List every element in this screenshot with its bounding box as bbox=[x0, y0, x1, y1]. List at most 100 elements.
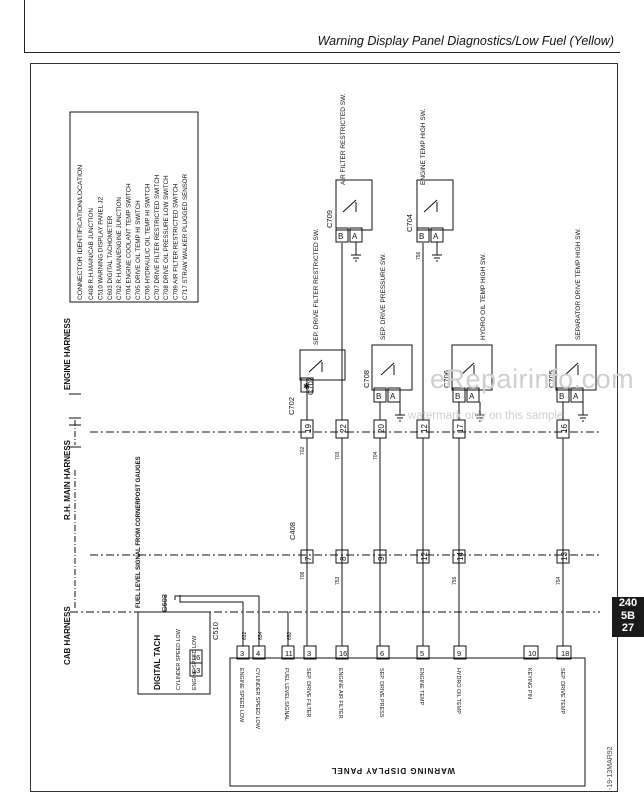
c702-pin: 19 bbox=[304, 424, 313, 433]
warning-panel-labels: ENGINE SPEED LOW CYLINDER SPEED LOW FUEL L… bbox=[238, 668, 565, 730]
panel-label: ENGINE SPEED LOW bbox=[238, 668, 244, 723]
c408-pin: 9 bbox=[377, 556, 386, 561]
engine-temp-switch-label: ENGINE TEMP HIGH SW. bbox=[420, 108, 427, 185]
digital-tach-title: DIGITAL TACH bbox=[153, 635, 162, 690]
c705-pin-a: A bbox=[573, 392, 579, 401]
panel-label: KEYING PIN bbox=[526, 668, 532, 699]
panel-pin: 5 bbox=[420, 649, 424, 658]
c408-pin: 13 bbox=[560, 552, 569, 561]
panel-label: SEP. DRIVE PRESS bbox=[378, 668, 384, 718]
air-filter-switch-label: AIR FILTER RESTRICTED SW. bbox=[340, 93, 347, 185]
connector-table-row: C705 DRIVE OIL TEMP HI SWITCH bbox=[135, 200, 142, 300]
cab-harness-label: CAB HARNESS bbox=[63, 606, 72, 665]
panel-pin: 9 bbox=[457, 649, 461, 658]
wire-708: 708 bbox=[300, 571, 306, 580]
wire-704: 704 bbox=[373, 451, 379, 460]
panel-label: ENGINE AIR FILTER bbox=[337, 668, 343, 719]
watermark-sub: watermark only on this sample bbox=[408, 410, 564, 422]
panel-pin: 3 bbox=[240, 649, 244, 658]
page-tab: 240 5B 27 bbox=[612, 597, 644, 637]
warning-panel-pins: 3 4 11 3 16 6 5 9 10 18 bbox=[240, 649, 569, 658]
page-tab-line3: 27 bbox=[621, 622, 635, 634]
panel-pin: 10 bbox=[528, 649, 536, 658]
connector-table: CONNECTOR IDENTIFICATION/LOCATION C408 R… bbox=[77, 165, 189, 300]
c702-label: C702 bbox=[287, 397, 296, 415]
panel-label: SEP. DRIVE FILTER bbox=[305, 668, 311, 717]
wire-632: 632 bbox=[242, 631, 248, 640]
wire-755: 755 bbox=[452, 576, 458, 585]
c708-pin-b: B bbox=[376, 392, 381, 401]
page-title: Warning Display Panel Diagnostics/Low Fu… bbox=[317, 34, 614, 48]
panel-pin: 11 bbox=[285, 649, 293, 658]
panel-pin: 4 bbox=[256, 649, 260, 658]
c603-label: C603 bbox=[160, 594, 169, 612]
c702-pin: 12 bbox=[420, 424, 429, 433]
c706-label: C706 bbox=[442, 370, 451, 388]
separator-switch-label: SEPARATOR DRIVE TEMP HIGH SW. bbox=[575, 228, 582, 340]
hydro-oil-switch-label: HYDRO OIL TEMP HIGH SW. bbox=[480, 253, 487, 340]
c706-pin-b: B bbox=[455, 392, 460, 401]
header-rule bbox=[24, 52, 620, 53]
panel-label: FUEL LEVEL SIGNAL bbox=[283, 668, 289, 721]
c510-label: C510 bbox=[211, 622, 220, 640]
wire-756: 756 bbox=[416, 251, 422, 260]
c702-pin: 20 bbox=[377, 424, 386, 433]
connector-table-box bbox=[69, 111, 199, 303]
c408-pin: 14 bbox=[456, 552, 465, 561]
panel-pin: 16 bbox=[339, 649, 347, 658]
wire-652: 652 bbox=[287, 631, 293, 640]
wire-753: 753 bbox=[335, 576, 341, 585]
connector-table-row: C708 DRIVE OIL PRESSURE LOW SWITCH bbox=[163, 175, 170, 300]
panel-label: HYDRO OIL TEMP bbox=[455, 668, 461, 714]
panel-pin: 18 bbox=[561, 649, 569, 658]
page-tab-line2: 5B bbox=[620, 609, 636, 622]
c704-pin-a: A bbox=[433, 232, 439, 241]
wire-634: 634 bbox=[258, 631, 264, 640]
c709-label: C709 bbox=[325, 210, 334, 228]
sep-drive-press-switch-label: SEP. DRIVE PRESSURE SW. bbox=[380, 253, 387, 340]
tach-pin-13: 13 bbox=[192, 666, 200, 675]
rh-main-harness-label: R.H. MAIN HARNESS bbox=[63, 439, 72, 520]
c705-pin-b: B bbox=[559, 392, 564, 401]
connector-table-row: C717 STRAW WALKER PLUGGED SENSOR bbox=[182, 173, 189, 300]
connector-table-row: C706 HYDRAULIC OIL TEMP HI SWITCH bbox=[144, 184, 151, 300]
page-tab-line1: 240 bbox=[618, 597, 638, 609]
c408-pin: 8 bbox=[339, 556, 348, 561]
c707-pin-star: ✱ bbox=[303, 382, 310, 391]
warning-panel-box bbox=[229, 657, 586, 787]
c408-pins: 7 8 9 12 14 13 bbox=[304, 552, 569, 561]
tach-row-cylinder: CYLINDER SPEED LOW bbox=[176, 628, 182, 690]
connector-table-row: C603 DIGITAL TACHOMETER bbox=[107, 215, 114, 300]
c707-label: C707 bbox=[306, 377, 315, 395]
sep-drive-filter-switch-label: SEP. DRIVE FILTER RESTRICTED SW. bbox=[313, 228, 320, 345]
c408-pin: 7 bbox=[304, 556, 313, 561]
c704-pin-b: B bbox=[419, 232, 424, 241]
connector-table-row: C702 R.H.MAIN/ENGINE JUNCTION bbox=[116, 197, 123, 300]
connector-table-row: C510 WARNING DISPLAY PANEL J2 bbox=[97, 196, 104, 300]
panel-label: SEP. DRIVE TEMP bbox=[559, 668, 565, 714]
connector-table-row: C408 R.H.MAIN/CAB JUNCTION bbox=[88, 208, 95, 300]
connector-table-row: C704 ENGINE COOLANT TEMP SWITCH bbox=[126, 183, 133, 300]
panel-pin: 3 bbox=[307, 649, 311, 658]
c704-label: C704 bbox=[405, 214, 414, 232]
digital-tach-box bbox=[137, 611, 211, 695]
warning-panel-title: WARNING DISPLAY PANEL bbox=[331, 766, 455, 775]
header-border-left bbox=[24, 0, 25, 53]
panel-label: ENGINE TEMP bbox=[418, 668, 424, 705]
c705-label: C705 bbox=[547, 370, 556, 388]
wire-754: 754 bbox=[556, 576, 562, 585]
c709-pin-b: B bbox=[338, 232, 343, 241]
c408-pin: 12 bbox=[420, 552, 429, 561]
wire-703: 703 bbox=[335, 451, 341, 460]
c709-pin-a: A bbox=[352, 232, 358, 241]
watermark-main: eRepairinfo.com bbox=[430, 364, 635, 394]
panel-pin: 6 bbox=[380, 649, 384, 658]
wire-702: 702 bbox=[300, 446, 306, 455]
tach-row-engine: ENGINE SPEED LOW bbox=[192, 635, 198, 690]
connector-table-title: CONNECTOR IDENTIFICATION/LOCATION bbox=[77, 165, 84, 300]
c706-pin-a: A bbox=[469, 392, 475, 401]
connector-table-row: C709 AIR FILTER RESTRICTED SWITCH bbox=[173, 184, 180, 300]
panel-label: CYLINDER SPEED LOW bbox=[254, 668, 260, 730]
